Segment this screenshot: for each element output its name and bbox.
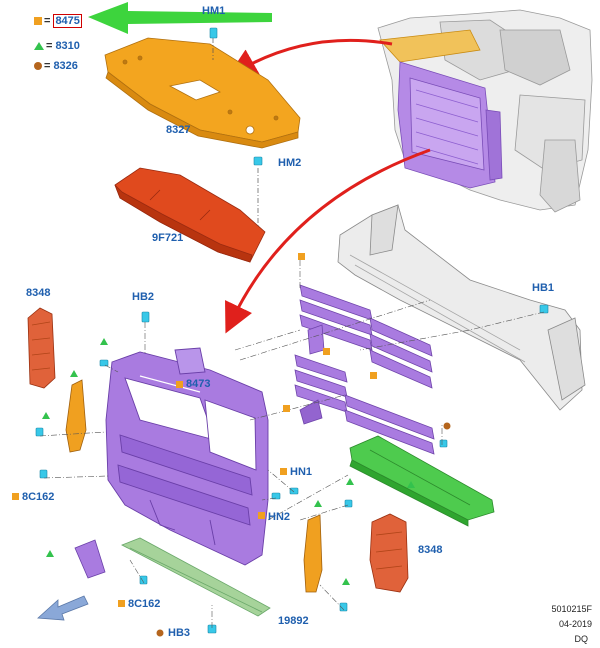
legend-row-square: =8475: [34, 14, 82, 28]
leader-lines: [39, 260, 545, 628]
lower-strip-19892: [121, 537, 271, 617]
red-arrow-upper: [226, 38, 393, 78]
label-hn1[interactable]: HN1: [290, 466, 313, 478]
label-hb1[interactable]: HB1: [532, 282, 555, 294]
legend-code-8475[interactable]: 8475: [53, 14, 82, 28]
label-hb2[interactable]: HB2: [132, 291, 155, 303]
view-direction-arrow: [37, 595, 89, 621]
clip-hb1: [539, 304, 549, 314]
shutter-vanes-upper: [299, 284, 433, 389]
orange-square-icon: [34, 17, 42, 26]
radiator-support-8473: [105, 347, 269, 566]
part-symbols: [12, 253, 451, 637]
label-8473[interactable]: 8473: [186, 378, 211, 390]
red-arrow-lower: [225, 148, 431, 334]
legend-code-8310[interactable]: 8310: [55, 40, 80, 52]
label-8c162-left[interactable]: 8C162: [22, 491, 55, 503]
lower-shield-green: [349, 435, 495, 527]
orange-bracket-left: [65, 379, 87, 453]
green-triangle-icon: [34, 42, 44, 51]
legend-row-triangle: =8310: [34, 40, 80, 52]
square-8473-symbol: [176, 381, 183, 388]
legend-code-8326[interactable]: 8326: [53, 60, 78, 72]
label-8327[interactable]: 8327: [166, 124, 191, 136]
label-19892[interactable]: 19892: [278, 615, 309, 627]
air-deflector-9f721: [114, 167, 266, 263]
label-hm1[interactable]: HM1: [202, 5, 226, 17]
shutter-vanes-lower: [294, 354, 435, 455]
label-9f721[interactable]: 9F721: [152, 232, 184, 244]
label-8348-right[interactable]: 8348: [418, 544, 443, 556]
orange-bracket-right: [303, 514, 323, 593]
label-hm2[interactable]: HM2: [278, 157, 302, 169]
diagram-code: 5010215F: [551, 604, 592, 614]
label-8348-left[interactable]: 8348: [26, 287, 51, 299]
diagram-date: 04-2019: [558, 619, 592, 629]
vehicle-radiator-frame: [397, 61, 503, 189]
purple-bracket-small: [74, 539, 106, 579]
diagram-author: DQ: [574, 634, 589, 644]
label-hn2[interactable]: HN2: [268, 511, 291, 523]
bumper-beam: [337, 204, 586, 411]
clip-hm2: [253, 156, 263, 166]
fastener-clips: [35, 27, 549, 634]
clip-hb2: [141, 311, 150, 323]
upper-shield-8327: [104, 37, 301, 149]
small-bracket: [307, 324, 325, 355]
label-hb3[interactable]: HB3: [168, 627, 191, 639]
label-8c162-bottom[interactable]: 8C162: [128, 598, 161, 610]
side-seal-8348-left: [27, 307, 56, 389]
side-seal-8348-right: [369, 513, 409, 593]
legend-row-circle: =8326: [34, 60, 78, 72]
brown-circle-icon: [34, 62, 42, 71]
highlight-arrow-green: [88, 2, 272, 34]
clip-hm1: [209, 27, 218, 39]
